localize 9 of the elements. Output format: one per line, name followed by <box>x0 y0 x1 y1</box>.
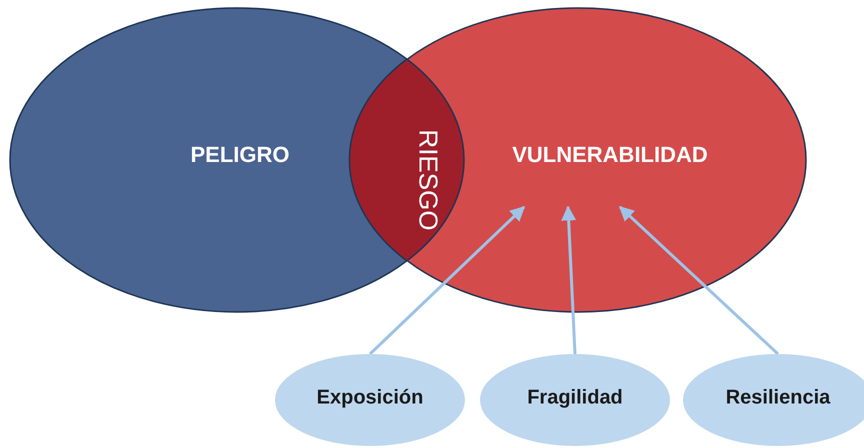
node-label: RIESGO <box>412 129 444 231</box>
arrow <box>368 206 526 356</box>
node-label: PELIGRO <box>190 142 290 168</box>
node-label: VULNERABILIDAD <box>512 142 708 168</box>
node-label: Resiliencia <box>726 386 830 410</box>
node-label: Exposición <box>316 386 424 410</box>
node-label: Fragilidad <box>527 386 623 410</box>
arrow <box>618 206 780 356</box>
arrow <box>561 206 576 354</box>
